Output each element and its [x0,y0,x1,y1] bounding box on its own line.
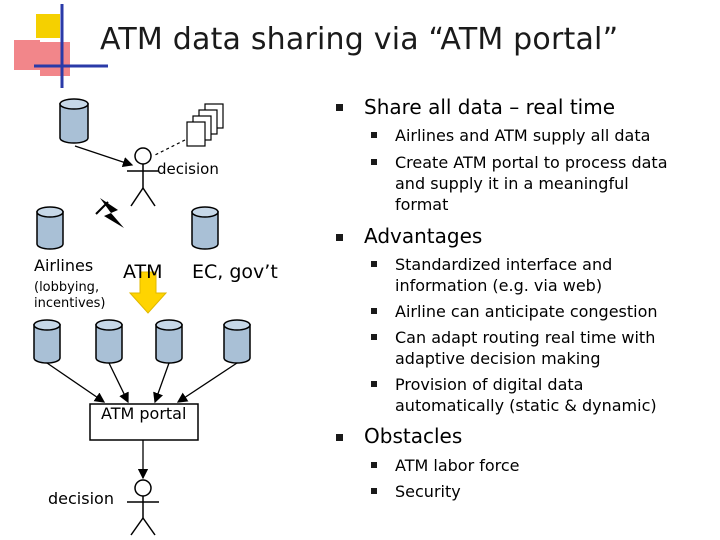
advantages-heading: Advantages [364,224,483,248]
share-item-1-line-1: Airlines and ATM supply all data [395,126,651,145]
data-sharing-diagram [33,98,251,536]
atm-label: ATM [123,261,163,283]
share-heading: Share all data – real time [364,95,616,119]
bullet-marker [371,488,377,494]
obs-item-1-line-1: ATM labor force [395,456,520,475]
share-item-2-line-1: Create ATM portal to process data [395,153,668,172]
adv-item-4-line-1: Provision of digital data [395,375,584,394]
bullet-marker [371,308,377,314]
documents-stack [186,103,224,147]
database-cylinder-bottom-3 [155,319,183,364]
obstacles-heading: Obstacles [364,424,463,448]
lightning-bolt-icon [95,198,124,228]
adv-item-2-line-1: Airline can anticipate congestion [395,302,658,321]
atm-portal-box [89,403,199,441]
database-cylinder-bottom-1 [33,319,61,364]
atm-down-arrow [128,271,168,314]
decision-maker-figure-top [127,147,159,207]
airlines-label: Airlines [34,256,94,275]
decision-maker-figure-bottom [127,479,159,536]
bullet-marker [336,234,343,241]
adv-item-3-line-1: Can adapt routing real time with [395,328,656,347]
database-cylinder-bottom-2 [95,319,123,364]
adv-item-1-line-1: Standardized interface and [395,255,613,274]
database-cylinder-airlines [36,206,64,250]
bullet-marker [336,434,343,441]
airlines-sub-label-1: (lobbying, [34,280,100,295]
bullet-marker [371,334,377,340]
adv-item-3-line-2: adaptive decision making [395,349,601,368]
airlines-sub-label-2: incentives) [34,296,106,311]
corner-decoration [14,4,108,88]
database-cylinder-ec [191,206,219,250]
adv-item-1-line-2: information (e.g. via web) [395,276,603,295]
share-item-2-line-2: and supply it in a meaningful [395,174,629,193]
atm-portal-label: ATM portal [101,404,187,423]
adv-item-4-line-2: automatically (static & dynamic) [395,396,657,415]
bullet-marker [371,261,377,267]
slide-title: ATM data sharing via “ATM portal” [100,22,619,57]
decision-label-bottom: decision [48,489,114,508]
bullet-marker [336,104,343,111]
share-item-2-line-3: format [395,195,449,214]
ec-gov-label: EC, gov’t [192,261,278,283]
obs-item-2-line-1: Security [395,482,461,501]
bullet-marker [371,159,377,165]
database-cylinder-bottom-4 [223,319,251,364]
bullet-marker [371,381,377,387]
bullet-marker [371,132,377,138]
database-cylinder-top [59,98,89,144]
decision-label-top: decision [157,160,219,178]
bullet-marker [371,462,377,468]
